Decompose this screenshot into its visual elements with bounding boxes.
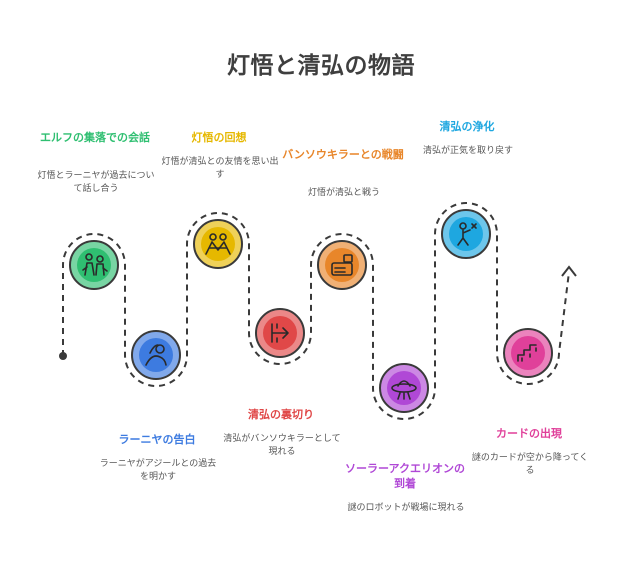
step-node-5: [317, 240, 367, 290]
step-desc-7: 清弘が正気を取り戻す: [422, 146, 513, 156]
step-circle-inner: [77, 248, 111, 282]
step-desc-1: 灯悟とラーニヤが過去について話し合う: [37, 171, 155, 194]
step-circle-inner: [201, 227, 235, 261]
step-circle-inner: [325, 248, 359, 282]
step-label-2: ラーニヤの告白: [118, 433, 196, 446]
step-desc-2: ラーニヤがアジールとの過去を明かす: [99, 459, 217, 482]
card-icon: [517, 344, 537, 362]
step-node-6: [379, 363, 429, 413]
step-node-3: [193, 219, 243, 269]
step-label-8: カードの出現: [496, 427, 562, 440]
dashed-story-path: [62, 202, 570, 420]
step-desc-8: 謎のカードが空から降ってくる: [471, 453, 589, 476]
step-label-5: バンソウキラーとの戦闘: [282, 148, 404, 161]
friendship-icon: [205, 233, 231, 255]
step-circle-inner: [511, 336, 545, 370]
step-node-1: [69, 240, 119, 290]
people-talking-icon: [82, 253, 108, 276]
step-desc-4: 清弘がバンソウキラーとして現れる: [223, 434, 341, 457]
step-label-3: 灯悟の回想: [191, 131, 247, 144]
step-label-7: 清弘の浄化: [439, 120, 495, 133]
step-node-2: [131, 330, 181, 380]
step-desc-3: 灯悟が清弘との友情を思い出す: [161, 157, 279, 180]
path-arrow-icon: [561, 265, 577, 277]
step-circle-inner: [449, 217, 483, 251]
robot-icon: [331, 254, 353, 276]
purification-icon: [457, 222, 477, 246]
page-title: 灯悟と清弘の物語: [227, 53, 415, 79]
step-circle-inner: [139, 338, 173, 372]
betrayal-icon: [271, 323, 289, 343]
step-label-6: ソーラーアクエリオンの到着: [344, 462, 465, 490]
step-desc-5: 灯悟が清弘と戦う: [307, 188, 380, 198]
step-label-1: エルフの集落での会話: [40, 131, 150, 144]
confession-icon: [145, 344, 167, 366]
step-desc-6: 謎のロボットが戦場に現れる: [347, 503, 465, 513]
ufo-icon: [391, 380, 417, 400]
path-start-dot: [59, 352, 67, 360]
step-label-4: 清弘の裏切り: [248, 408, 314, 421]
step-circle-inner: [387, 371, 421, 405]
step-node-7: [441, 209, 491, 259]
step-node-4: [255, 308, 305, 358]
step-node-8: [503, 328, 553, 378]
